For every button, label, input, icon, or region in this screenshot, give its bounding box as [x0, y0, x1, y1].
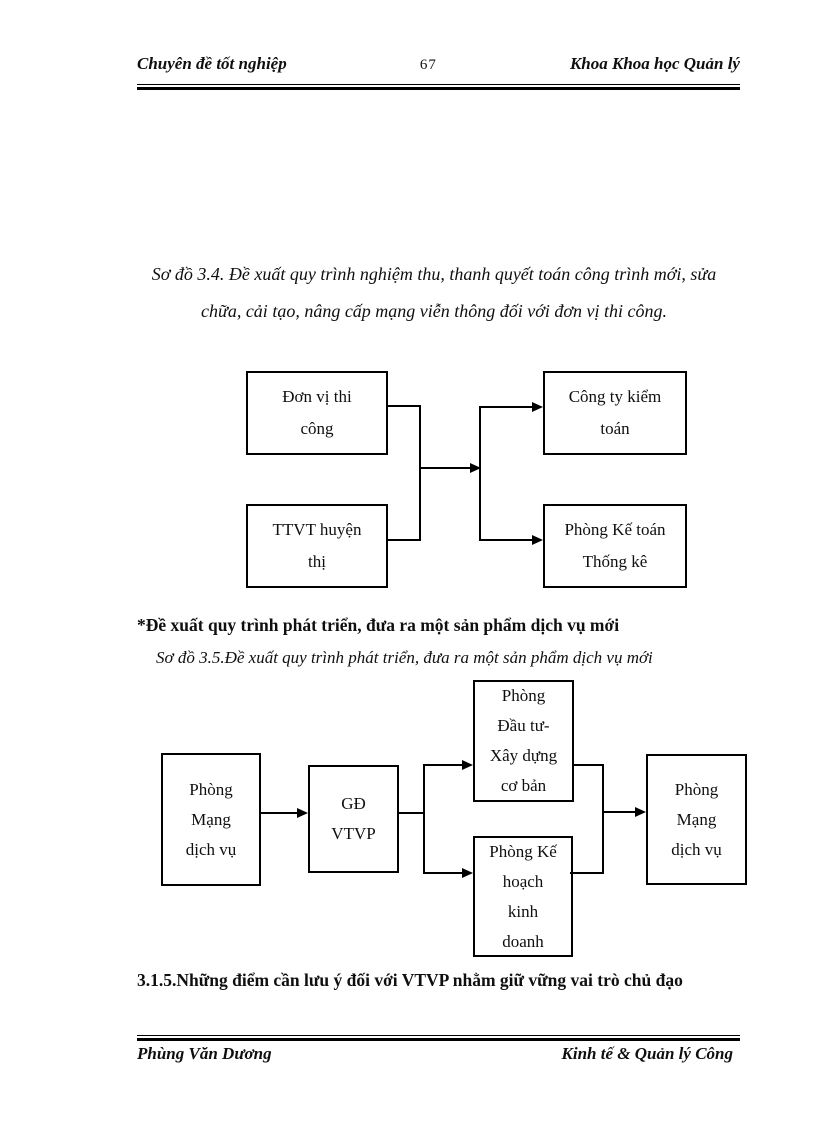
header-faculty-name: Khoa Khoa học Quản lý: [569, 54, 740, 73]
flow-box-phong-ke-toan-thong-ke: Phòng Kế toán Thống kê: [543, 504, 687, 588]
subsection-heading: 3.1.5.Những điểm cần lưu ý đối với VTVP …: [137, 970, 683, 990]
header-course-title: Chuyên đề tốt nghiệp: [137, 54, 287, 73]
connector-line: [602, 764, 604, 874]
connector-line: [602, 811, 636, 813]
connector-line: [570, 872, 604, 874]
header-rule: [137, 84, 740, 90]
arrowhead-right-icon: [470, 463, 481, 473]
section-heading: *Đề xuất quy trình phát triển, đưa ra mộ…: [137, 615, 620, 635]
arrowhead-right-icon: [635, 807, 646, 817]
caption-so-do-3-4: Sơ đồ 3.4. Đề xuất quy trình nghiệm thu,…: [151, 264, 717, 321]
connector-line: [423, 764, 425, 874]
page-number: 67: [419, 57, 437, 73]
connector-line: [481, 539, 533, 541]
flow-box-phong-ke-hoach-kinh-doanh: Phòng Kế hoạch kinh doanh: [473, 836, 573, 957]
connector-line: [572, 764, 604, 766]
connector-line: [419, 467, 471, 469]
flow-box-don-vi-thi-cong: Đơn vị thi công: [246, 371, 388, 455]
connector-line: [481, 406, 533, 408]
flow-box-phong-dau-tu-xay-dung-co-ban: Phòng Đầu tư- Xây dựng cơ bản: [473, 680, 574, 802]
arrowhead-right-icon: [462, 868, 473, 878]
page-header: Chuyên đề tốt nghiệp 67 Khoa Khoa học Qu…: [137, 54, 740, 74]
flow-box-phong-mang-dich-vu-left: Phòng Mạng dịch vụ: [161, 753, 261, 886]
arrowhead-right-icon: [532, 402, 543, 412]
footer-department-name: Kinh tế & Quản lý Công: [561, 1044, 733, 1063]
page-footer: Phùng Văn Dương Kinh tế & Quản lý Công: [137, 1044, 733, 1064]
connector-line: [386, 539, 421, 541]
caption-so-do-3-5: Sơ đồ 3.5.Đề xuất quy trình phát triển, …: [156, 648, 653, 667]
arrowhead-right-icon: [297, 808, 308, 818]
footer-author-name: Phùng Văn Dương: [137, 1044, 272, 1063]
connector-line: [419, 405, 421, 541]
connector-line: [423, 764, 463, 766]
flow-box-cong-ty-kiem-toan: Công ty kiểm toán: [543, 371, 687, 455]
connector-line: [386, 405, 421, 407]
footer-rule: [137, 1035, 740, 1041]
arrowhead-right-icon: [462, 760, 473, 770]
flow-box-phong-mang-dich-vu-right: Phòng Mạng dịch vụ: [646, 754, 747, 885]
connector-line: [397, 812, 425, 814]
arrowhead-right-icon: [532, 535, 543, 545]
connector-line: [479, 406, 481, 541]
connector-line: [259, 812, 299, 814]
connector-line: [423, 872, 463, 874]
flow-box-ttvt-huyen-thi: TTVT huyện thị: [246, 504, 388, 588]
flow-box-gd-vtvp: GĐ VTVP: [308, 765, 399, 873]
